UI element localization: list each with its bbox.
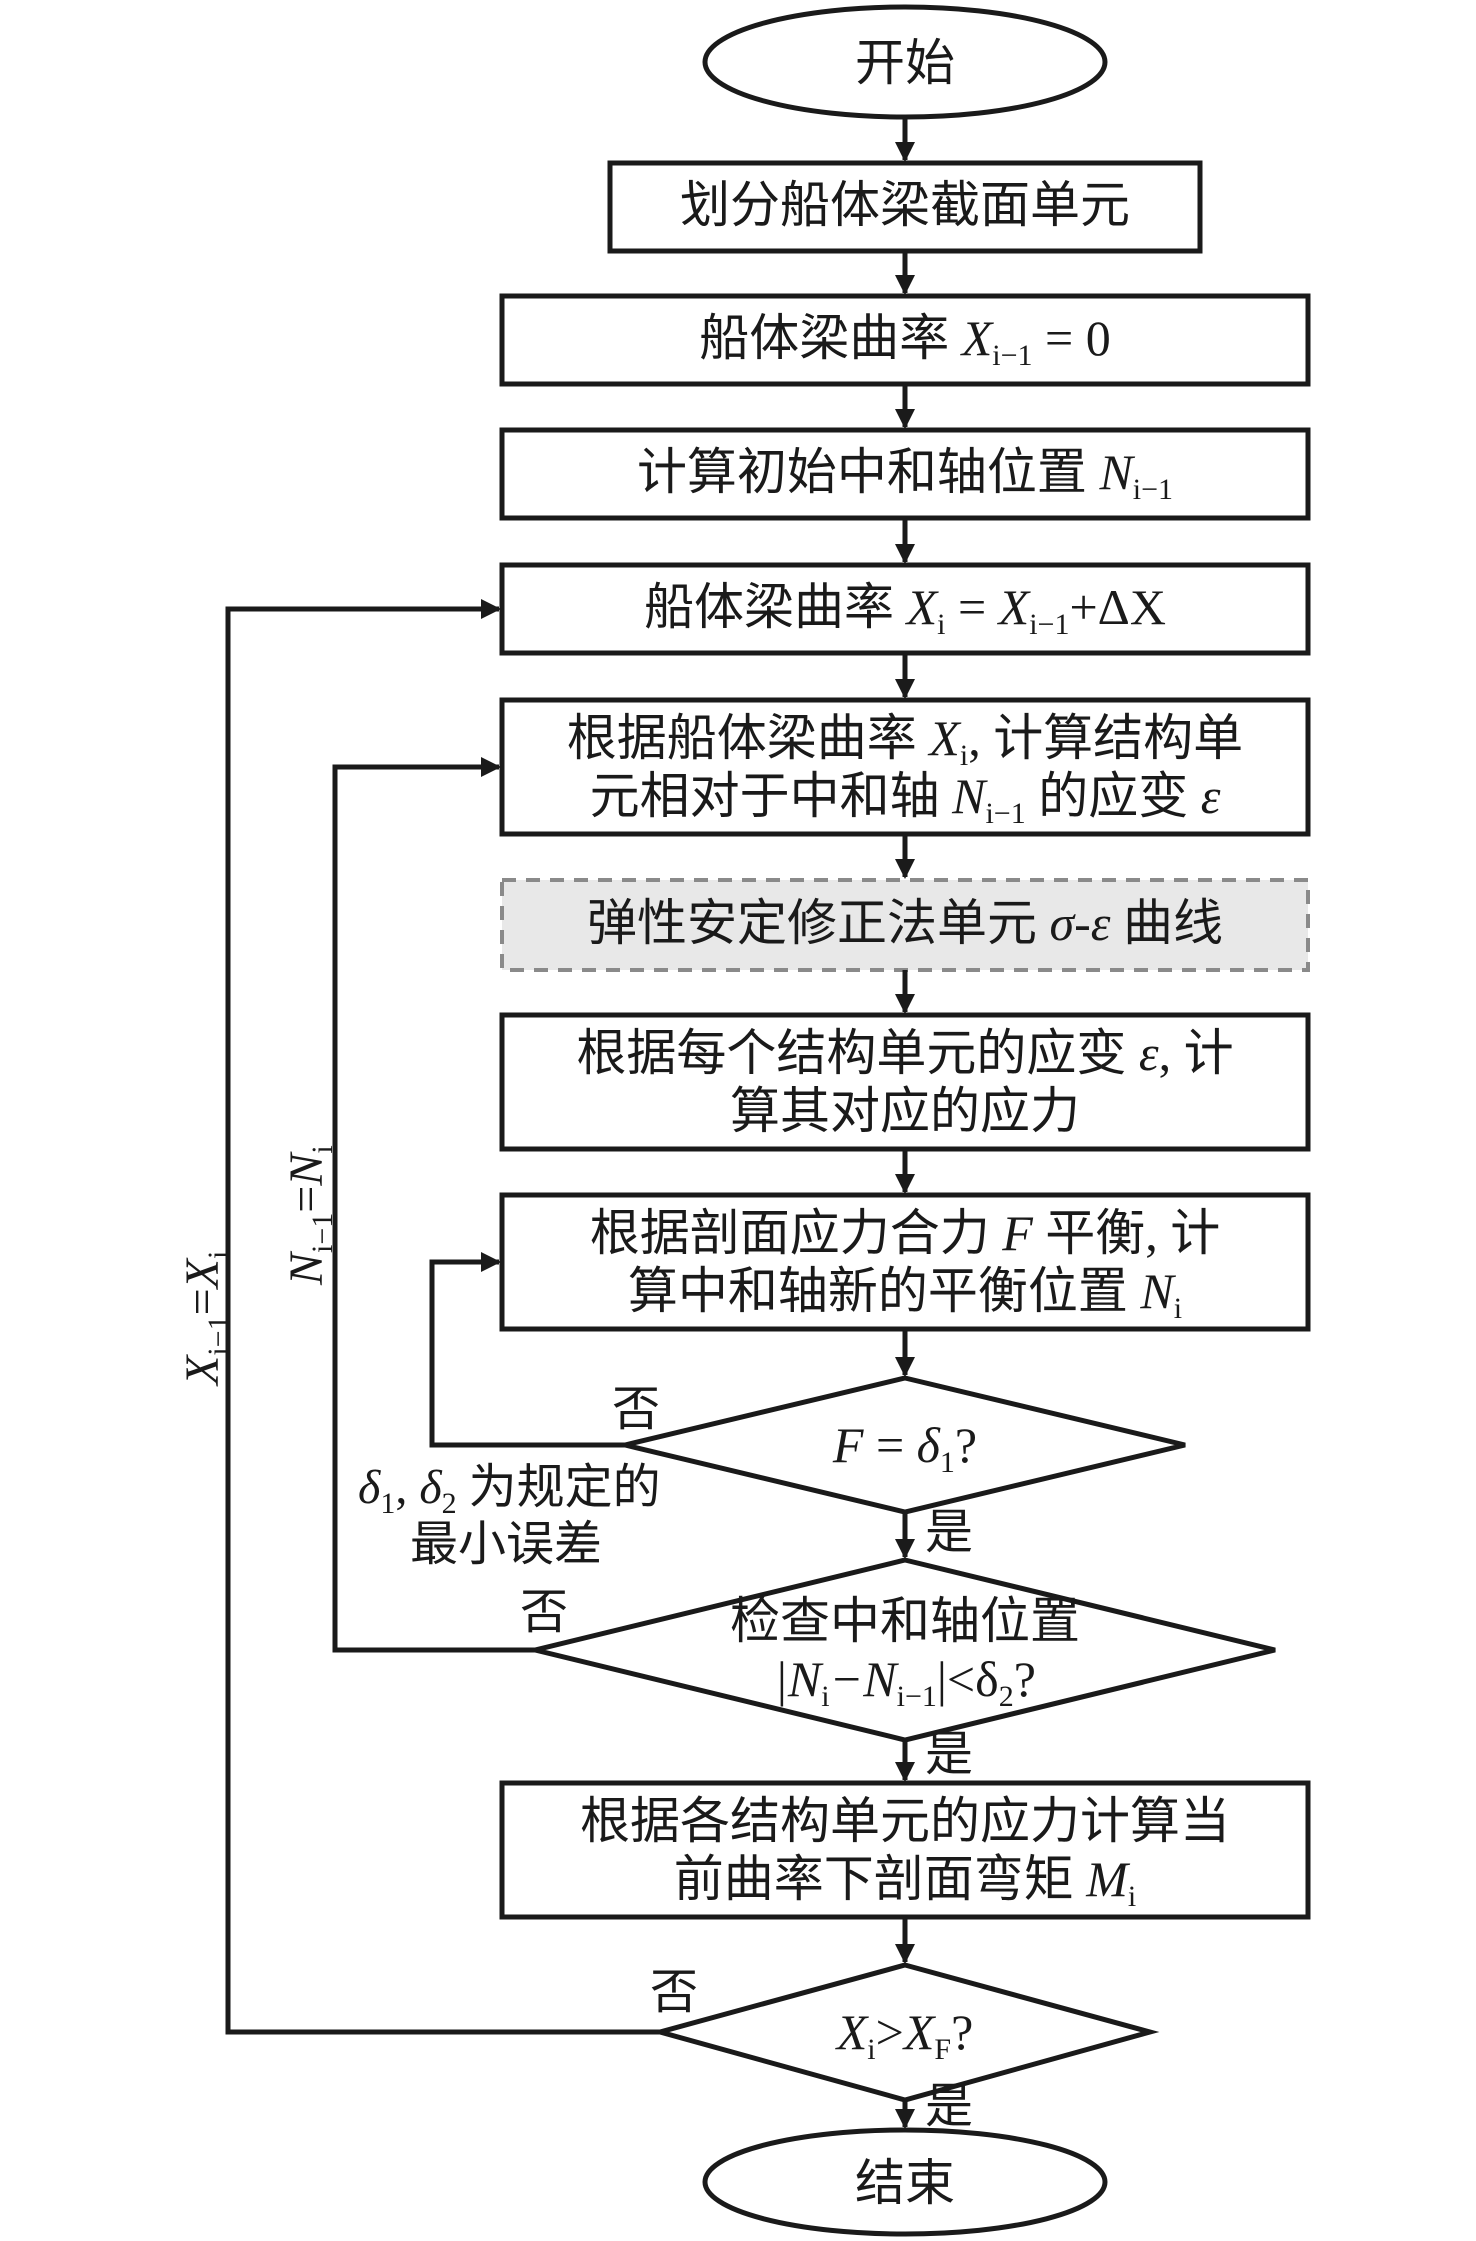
step-new-neutral-axis-line1: 根据剖面应力合力 F 平衡, 计 [590, 1205, 1221, 1261]
label-yes-decision3: 是 [925, 2080, 973, 2133]
step-bending-moment-line1: 根据各结构单元的应力计算当 [580, 1793, 1230, 1849]
decision-force-balance-label: F = δ1? [832, 1417, 977, 1479]
step-increment-curvature-label: 船体梁曲率 Xi = Xi−1+ΔX [644, 579, 1166, 641]
loop-force-balance-no [429, 1252, 625, 1448]
decision-neutral-axis-check-line1: 检查中和轴位置 [730, 1593, 1080, 1649]
step-compute-strain-line1: 根据船体梁曲率 Xi, 计算结构单 [567, 710, 1243, 772]
label-neutral-axis-update: Ni−1=Ni [280, 1145, 339, 1286]
step-init-curvature [499, 293, 1311, 387]
step-divide-section-label: 划分船体梁截面单元 [680, 177, 1130, 233]
label-curvature-update: Xi−1=Xi [176, 1251, 235, 1387]
step-bending-moment [499, 1780, 1311, 1920]
step-init-neutral-axis [499, 427, 1311, 521]
step-elastic-shakedown-curve [500, 878, 1310, 972]
step-new-neutral-axis [499, 1192, 1311, 1332]
step-init-neutral-axis-label: 计算初始中和轴位置 Ni−1 [637, 444, 1173, 506]
end-label: 结束 [855, 2155, 955, 2211]
start-label: 开始 [855, 35, 955, 91]
loop-curvature-no [225, 599, 660, 2035]
label-yes-decision2: 是 [925, 1728, 973, 1781]
step-compute-stress-line2: 算其对应的应力 [730, 1083, 1080, 1139]
step-init-curvature-label: 船体梁曲率 Xi−1 = 0 [699, 310, 1111, 372]
end-node [702, 2127, 1108, 2237]
tolerance-note-line2: 最小误差 [410, 1518, 602, 1571]
step-new-neutral-axis-line2: 算中和轴新的平衡位置 Ni [628, 1263, 1182, 1325]
step-elastic-shakedown-curve-label: 弹性安定修正法单元 σ-ε 曲线 [587, 895, 1223, 951]
decision-curvature-limit-label: Xi>XF? [835, 2004, 974, 2066]
label-no-decision1: 否 [612, 1383, 660, 1436]
tolerance-note-line1: δ1, δ2 为规定的 [358, 1461, 661, 1520]
label-no-decision2: 否 [520, 1586, 568, 1639]
decision-neutral-axis-check-line2: |Ni−Ni−1|<δ2? [774, 1651, 1036, 1713]
step-compute-stress [499, 1012, 1311, 1152]
step-compute-stress-line1: 根据每个结构单元的应变 ε, 计 [576, 1025, 1233, 1081]
step-divide-section [607, 160, 1203, 254]
loop-neutral-axis-no [332, 757, 535, 1653]
step-bending-moment-line2: 前曲率下剖面弯矩 Mi [674, 1851, 1137, 1913]
label-yes-decision1: 是 [925, 1506, 973, 1559]
decision-neutral-axis-check [534, 1557, 1276, 1743]
step-compute-strain-line2: 元相对于中和轴 Ni−1 的应变 ε [590, 768, 1221, 830]
label-no-decision3: 否 [650, 1966, 698, 2019]
